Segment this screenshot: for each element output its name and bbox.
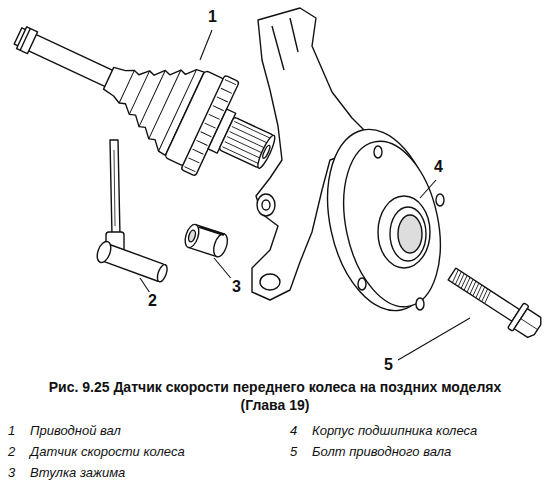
clamp-sleeve	[183, 223, 230, 259]
legend-text: Болт приводного вала	[312, 445, 451, 460]
legend-number: 5	[290, 445, 297, 460]
wheel-speed-sensor	[95, 140, 170, 285]
drive-shaft	[0, 0, 292, 201]
wheel-bearing-housing	[252, 8, 454, 321]
callout-number: 2	[146, 292, 159, 310]
figure-caption: Рис. 9.25 Датчик скорости переднего коле…	[40, 378, 510, 414]
legend-number: 3	[8, 466, 15, 481]
legend-text: Корпус подшипника колеса	[312, 424, 477, 439]
legend-text: Приводной вал	[30, 424, 121, 439]
callout-number: 4	[432, 158, 445, 176]
callout-number: 5	[382, 356, 395, 374]
callout-number: 3	[230, 278, 243, 296]
callout-number: 1	[206, 8, 219, 26]
legend-number: 4	[290, 424, 297, 439]
drive-shaft-bolt	[444, 261, 546, 342]
legend-number: 1	[8, 424, 15, 439]
legend-number: 2	[8, 445, 15, 460]
leader-lines	[140, 30, 470, 360]
legend-text: Втулка зажима	[30, 466, 125, 481]
legend-text: Датчик скорости колеса	[30, 445, 185, 460]
